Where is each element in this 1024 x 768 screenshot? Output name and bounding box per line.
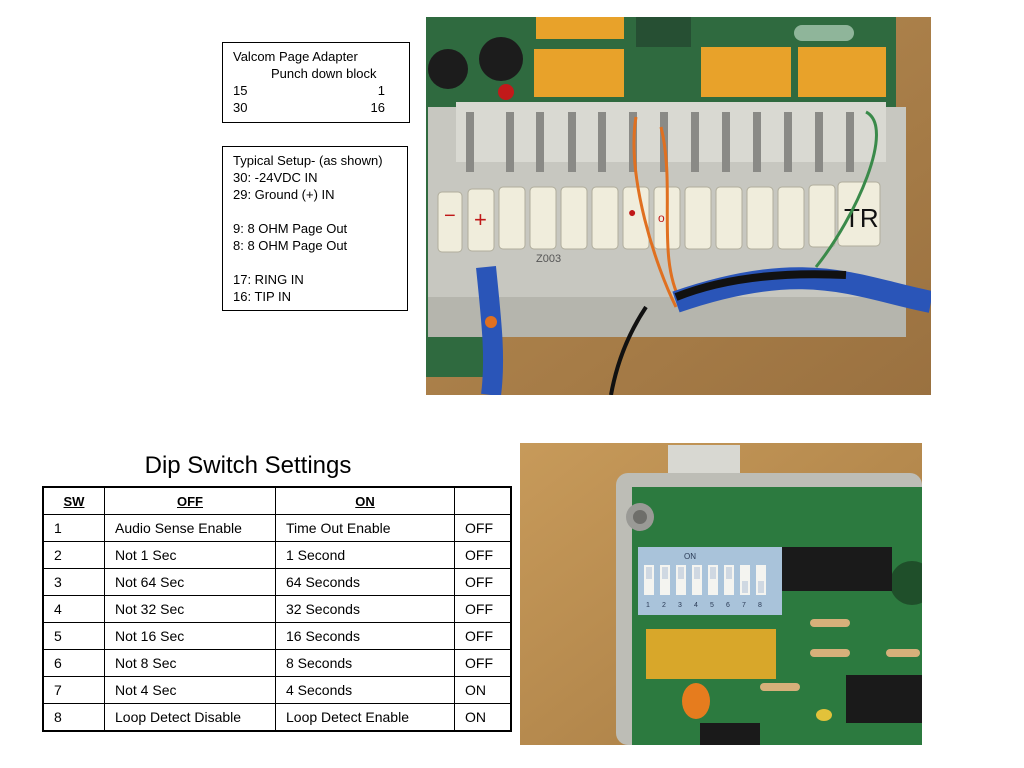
cell-off: Not 32 Sec bbox=[104, 595, 276, 623]
cell-setting: ON bbox=[454, 676, 512, 704]
adapter-title: Valcom Page Adapter bbox=[233, 49, 358, 64]
pin-label-1: 1 bbox=[377, 83, 385, 98]
cell-off: Not 16 Sec bbox=[104, 622, 276, 650]
dip-number: 7 bbox=[742, 602, 746, 609]
board-code-label: Z003 bbox=[536, 253, 561, 265]
cell-on: Loop Detect Enable bbox=[275, 703, 455, 732]
pin-label-16: 16 bbox=[370, 100, 385, 115]
cell-setting: OFF bbox=[454, 514, 512, 542]
cell-sw: 7 bbox=[42, 676, 105, 704]
typical-setup-box: Typical Setup- (as shown) 30: -24VDC IN … bbox=[222, 146, 408, 311]
cell-setting: OFF bbox=[454, 649, 512, 677]
svg-text:−: − bbox=[444, 205, 456, 227]
cell-sw: 4 bbox=[42, 595, 105, 623]
cell-on: 64 Seconds bbox=[275, 568, 455, 596]
table-header-row: SW OFF ON bbox=[42, 486, 512, 515]
dip-number: 3 bbox=[678, 602, 682, 609]
dip-number: 4 bbox=[694, 602, 698, 609]
cell-on: Time Out Enable bbox=[275, 514, 455, 542]
setup-spacer bbox=[233, 203, 397, 220]
cell-off: Loop Detect Disable bbox=[104, 703, 276, 732]
cell-sw: 1 bbox=[42, 514, 105, 542]
dip-number: 1 bbox=[646, 602, 650, 609]
table-row: 7 Not 4 Sec 4 Seconds ON bbox=[42, 676, 512, 704]
cell-setting: OFF bbox=[454, 622, 512, 650]
dip-number: 5 bbox=[710, 602, 714, 609]
setup-line: 16: TIP IN bbox=[233, 289, 292, 304]
pin-row-bottom: 30 16 bbox=[233, 99, 399, 116]
pin-label-15: 15 bbox=[233, 83, 248, 98]
cell-setting: ON bbox=[454, 703, 512, 732]
cell-sw: 2 bbox=[42, 541, 105, 569]
cell-on: 1 Second bbox=[275, 541, 455, 569]
cell-sw: 3 bbox=[42, 568, 105, 596]
cell-off: Not 8 Sec bbox=[104, 649, 276, 677]
dip-switch-board-image: ON 1 2 3 4 5 6 7 bbox=[520, 443, 922, 745]
adapter-subtitle: Punch down block bbox=[271, 66, 377, 81]
cell-on: 4 Seconds bbox=[275, 676, 455, 704]
header-setting bbox=[454, 486, 512, 515]
table-row: 6 Not 8 Sec 8 Seconds OFF bbox=[42, 649, 512, 677]
pin-row-top: 15 1 bbox=[233, 82, 399, 99]
table-row: 5 Not 16 Sec 16 Seconds OFF bbox=[42, 622, 512, 650]
cell-on: 16 Seconds bbox=[275, 622, 455, 650]
table-row: 3 Not 64 Sec 64 Seconds OFF bbox=[42, 568, 512, 596]
cell-on: 32 Seconds bbox=[275, 595, 455, 623]
cell-sw: 6 bbox=[42, 649, 105, 677]
setup-line: 30: -24VDC IN bbox=[233, 170, 318, 185]
setup-line: 8: 8 OHM Page Out bbox=[233, 238, 348, 253]
cell-on: 8 Seconds bbox=[275, 649, 455, 677]
cell-sw: 8 bbox=[42, 703, 105, 732]
header-off: OFF bbox=[104, 486, 276, 515]
setup-line: 9: 8 OHM Page Out bbox=[233, 221, 348, 236]
dip-switch-table: SW OFF ON 1 Audio Sense Enable Time Out … bbox=[42, 486, 512, 732]
svg-text:+: + bbox=[474, 207, 487, 232]
cell-setting: OFF bbox=[454, 568, 512, 596]
svg-text:●: ● bbox=[628, 204, 636, 220]
table-row: 8 Loop Detect Disable Loop Detect Enable… bbox=[42, 703, 512, 732]
pin-label-30: 30 bbox=[233, 100, 248, 115]
cell-setting: OFF bbox=[454, 541, 512, 569]
setup-line: Typical Setup- (as shown) bbox=[233, 153, 383, 168]
cell-sw: 5 bbox=[42, 622, 105, 650]
header-sw: SW bbox=[42, 486, 105, 515]
dip-number: 8 bbox=[758, 602, 762, 609]
dip-switch-title: Dip Switch Settings bbox=[144, 452, 352, 479]
table-row: 1 Audio Sense Enable Time Out Enable OFF bbox=[42, 514, 512, 542]
table-row: 4 Not 32 Sec 32 Seconds OFF bbox=[42, 595, 512, 623]
cell-off: Audio Sense Enable bbox=[104, 514, 276, 542]
table-row: 2 Not 1 Sec 1 Second OFF bbox=[42, 541, 512, 569]
punch-down-block-image: − + ● o TR Z003 bbox=[426, 17, 931, 395]
setup-line: 17: RING IN bbox=[233, 272, 304, 287]
setup-line: 29: Ground (+) IN bbox=[233, 187, 335, 202]
dip-switch-photo: ON 1 2 3 4 5 6 7 bbox=[520, 443, 922, 745]
punch-down-info-box: Valcom Page Adapter Punch down block 15 … bbox=[222, 42, 410, 123]
dip-on-label: ON bbox=[684, 552, 696, 561]
cell-off: Not 4 Sec bbox=[104, 676, 276, 704]
cell-setting: OFF bbox=[454, 595, 512, 623]
setup-spacer bbox=[233, 254, 397, 271]
cell-off: Not 64 Sec bbox=[104, 568, 276, 596]
punch-down-block-photo: − + ● o TR Z003 bbox=[426, 17, 931, 395]
svg-text:o: o bbox=[658, 211, 665, 225]
dip-number: 6 bbox=[726, 602, 730, 609]
header-on: ON bbox=[275, 486, 455, 515]
dip-number: 2 bbox=[662, 602, 666, 609]
cell-off: Not 1 Sec bbox=[104, 541, 276, 569]
